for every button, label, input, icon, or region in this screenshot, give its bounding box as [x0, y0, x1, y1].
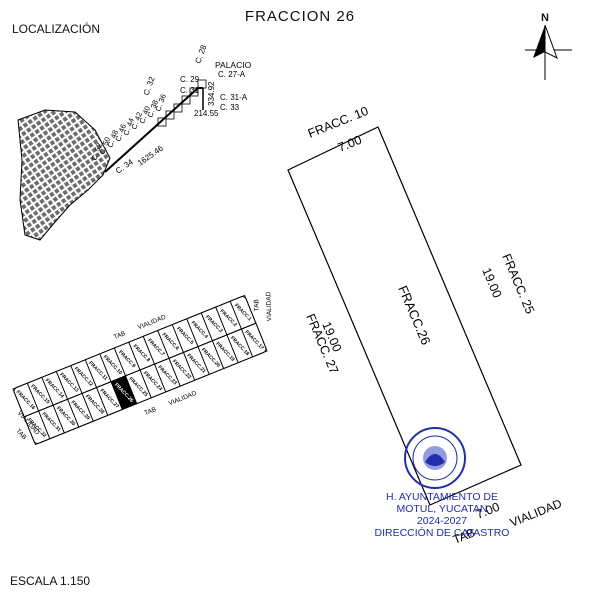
landmark-palacio: PALACIO	[215, 60, 252, 70]
street-c28: C. 28	[193, 43, 208, 65]
parcel-label: FRACC.26	[395, 283, 433, 347]
location-label: LOCALIZACIÓN	[12, 22, 101, 36]
stamp-line-2: MOTUL, YUCATAN	[396, 503, 488, 515]
keyplan-road-tab-top: TAB	[113, 330, 127, 341]
distance-1: 334.92	[207, 81, 216, 106]
parcel-outline	[287, 126, 522, 506]
keyplan-top-label-9: FRACC.9	[117, 349, 137, 369]
keyplan-road-tab-bottom: TAB	[143, 406, 157, 417]
keyplan-top-label-1: FRACC.1	[233, 303, 253, 323]
city-map	[17, 109, 111, 241]
stamp-text: H. AYUNTAMIENTO DE MOTUL, YUCATAN 2024-2…	[372, 491, 512, 539]
key-plan: FRACC.1FRACC.2FRACC.3FRACC.4FRACC.5FRACC…	[12, 291, 273, 446]
street-c31a: C. 31-A	[220, 93, 248, 102]
scale-label: ESCALA 1.150	[10, 574, 91, 588]
keyplan-road-bottom: VIALIDAD	[168, 390, 198, 408]
keyplan-road-right: VIALIDAD	[265, 291, 273, 321]
keyplan-top-label-3: FRACC.3	[204, 314, 224, 334]
keyplan-bottom-cell-16	[23, 410, 51, 446]
east-neighbor: FRACC. 25	[499, 252, 537, 316]
parcel-26: FRACC.26 FRACC. 10 7.00 FRACC. 25 19.00 …	[287, 104, 564, 547]
street-c33: C. 33	[220, 103, 240, 112]
street-c29: C. 29	[180, 75, 200, 84]
keyplan-top-label-5: FRACC.5	[175, 326, 195, 346]
page-title: FRACCION 26	[244, 8, 356, 25]
keyplan-top-label-8: FRACC.8	[132, 344, 152, 364]
distance-2: 214.55	[194, 109, 219, 118]
keyplan-top-label-4: FRACC.4	[190, 320, 210, 340]
north-dimension: 7.00	[336, 133, 364, 155]
stamp-line-4: DIRECCIÓN DE CATASTRO	[374, 527, 510, 539]
street-c31: C. 31	[180, 86, 200, 95]
south-road: VIALIDAD	[508, 496, 564, 530]
keyplan-top-label-2: FRACC.2	[219, 308, 239, 328]
street-c32: C. 32	[142, 75, 157, 97]
street-c27a: C. 27-A	[218, 70, 246, 79]
stamp-line-1: H. AYUNTAMIENTO DE	[385, 491, 498, 503]
north-arrow-icon	[525, 24, 572, 80]
keyplan-road-tab-left: TAB	[14, 428, 27, 442]
keyplan-top-label-6: FRACC.6	[161, 332, 181, 352]
keyplan-top-label-16: FRACC.16	[15, 389, 36, 411]
east-dimension: 19.00	[479, 266, 504, 300]
seal-icon	[404, 427, 466, 489]
keyplan-road-tab-right: TAB	[253, 299, 260, 311]
distance-3: 1625.46	[136, 143, 165, 167]
keyplan-top-label-7: FRACC.7	[146, 338, 166, 358]
location-map: C. 28 C. 29 C. 31 C. 32 C. 34 C. 36 C. 3…	[17, 43, 252, 241]
stamp-line-3: 2024-2027	[416, 515, 468, 527]
north-label: N	[541, 12, 549, 24]
